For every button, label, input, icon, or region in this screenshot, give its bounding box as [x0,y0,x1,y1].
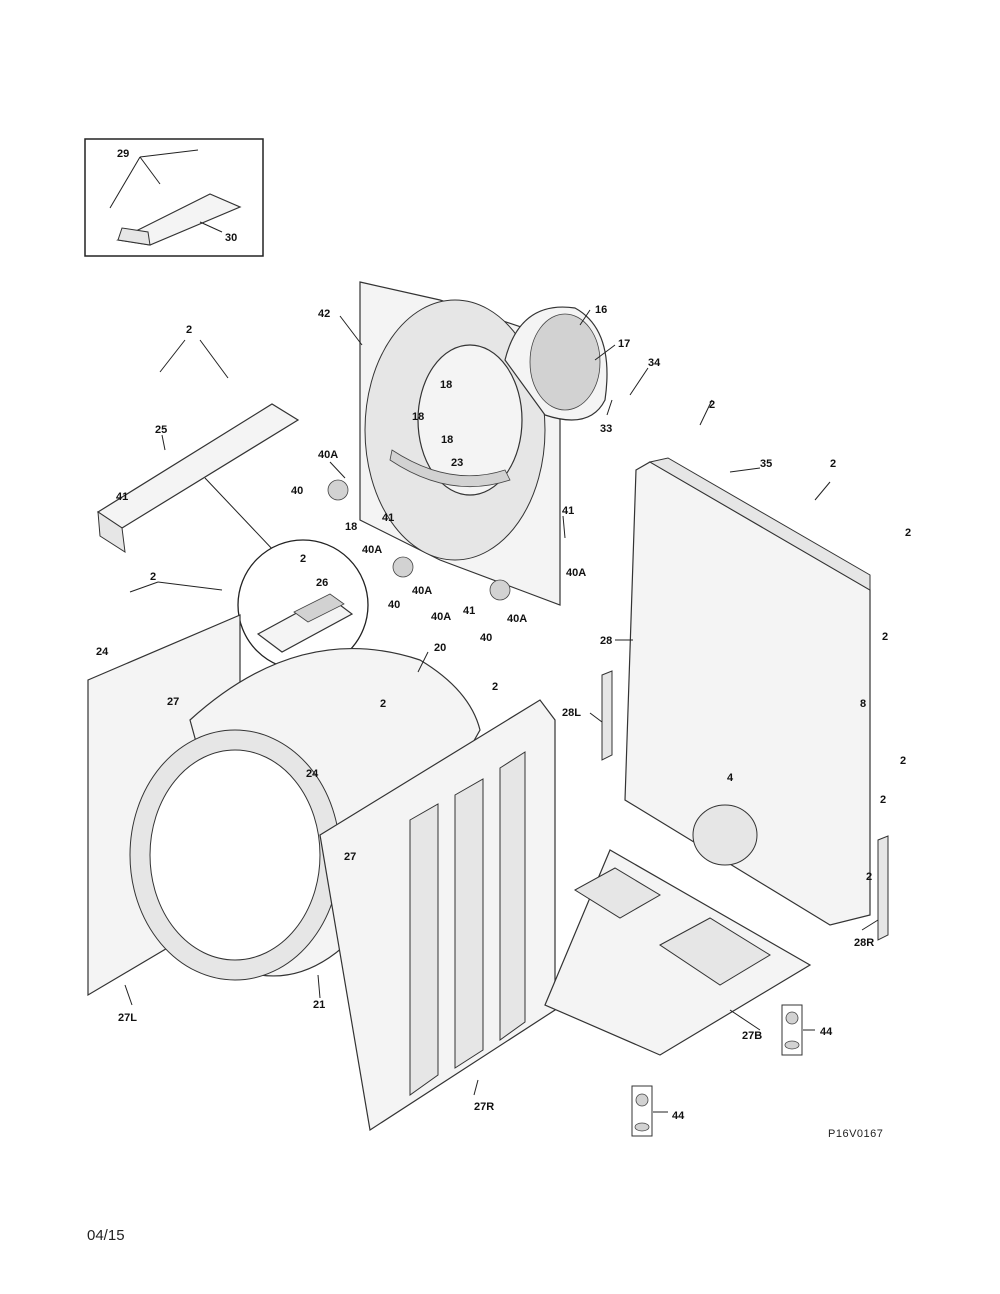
callout-2-i: 2 [882,631,888,643]
callout-24-b: 24 [306,768,319,780]
drum: 20 21 2 [129,642,481,1011]
callout-26: 26 [316,577,328,589]
callout-27r: 27R [474,1101,494,1113]
control-board-inset: 2 26 [237,539,369,671]
callout-8: 8 [860,698,866,710]
callout-40a-4: 40A [431,611,451,623]
callout-41-4: 41 [116,491,128,503]
callout-28: 28 [600,635,612,647]
callout-41-1: 41 [382,512,394,524]
callout-17: 17 [618,338,630,350]
callout-40-2: 40 [388,599,400,611]
right-side-panel: 2 24 27 27R [306,681,556,1131]
callout-2-f: 2 [709,399,715,411]
callout-27-a: 27 [167,696,179,708]
callout-4: 4 [727,772,734,784]
callout-27-b: 27 [344,851,356,863]
drawing-code: P16V0167 [828,1128,884,1140]
callout-28r: 28R [854,937,874,949]
callout-40-1: 40 [291,485,303,497]
callout-33: 33 [600,423,612,435]
callout-27b: 27B [742,1030,762,1042]
base-pan: 27B [544,849,812,1056]
callout-30: 30 [225,232,237,244]
page-date: 04/15 [87,1227,125,1244]
drum-rollers: 40A 40 41 40A 40 40A 40A 41 40 40A 41 40… [291,449,586,644]
callout-25: 25 [155,424,167,436]
rear-panel: 2 35 2 2 28 2 8 2 2 4 2 [600,399,911,926]
callout-16: 16 [595,304,607,316]
callout-2-g: 2 [830,458,836,470]
callout-41-3: 41 [562,505,574,517]
callout-18-d: 18 [345,521,357,533]
callout-2-c: 2 [150,571,156,583]
callout-28l: 28L [562,707,581,719]
leveling-feet: 44 44 [631,1004,833,1137]
callout-2-a: 2 [186,324,192,336]
callout-18-c: 18 [441,434,453,446]
callout-34: 34 [648,357,661,369]
callout-40a-2: 40A [362,544,382,556]
blower-housing: 16 17 34 33 [504,304,661,435]
inset-filter-duct: 29 30 [84,138,264,257]
top-bracket: 2 25 41 [96,324,300,553]
callout-27l: 27L [118,1012,137,1024]
callout-2-b: 2 [300,553,306,565]
callout-2-l: 2 [866,871,872,883]
callout-42: 42 [318,308,330,320]
callout-21: 21 [313,999,325,1011]
callout-23: 23 [451,457,463,469]
callout-18-a: 18 [440,379,452,391]
callout-2-j: 2 [900,755,906,767]
callout-40-3: 40 [480,632,492,644]
callout-24-a: 24 [96,646,109,658]
rear-brackets: 28L 28R [562,670,889,949]
callout-40a-3: 40A [412,585,432,597]
callout-2-d: 2 [380,698,386,710]
callout-2-k: 2 [880,794,886,806]
callout-18-b: 18 [412,411,424,423]
callout-2-h: 2 [905,527,911,539]
callout-29: 29 [117,148,129,160]
callout-44-b: 44 [672,1110,685,1122]
callout-41-2: 41 [463,605,475,617]
callout-20: 20 [434,642,446,654]
callout-40a-6: 40A [566,567,586,579]
callout-40a-1: 40A [318,449,338,461]
callout-44-a: 44 [820,1026,833,1038]
callout-35: 35 [760,458,772,470]
callout-2-e: 2 [492,681,498,693]
callout-40a-5: 40A [507,613,527,625]
